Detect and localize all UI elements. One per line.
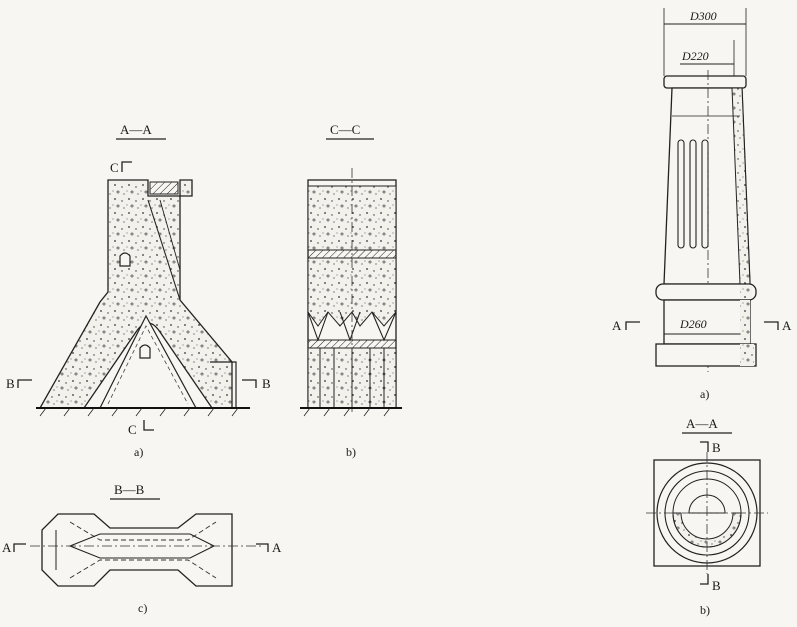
column-belt-section	[740, 286, 752, 298]
right-view-b-title: A—A	[686, 416, 718, 431]
column-lower-shaft	[663, 299, 751, 345]
pier-step-right	[210, 361, 237, 408]
view-c-section-bb: B—B A A c)	[2, 482, 282, 615]
dim-d300-label: D300	[689, 9, 717, 23]
cc-middle-block	[307, 257, 397, 327]
view-a-section-aa: A—A C C B B	[6, 122, 271, 459]
view-b-caption: b)	[346, 445, 356, 459]
section-arrow-b-right	[242, 379, 257, 388]
right-view-b-caption: b)	[700, 603, 710, 617]
section-mark-c-bottom: C	[128, 422, 137, 437]
right-view-b-plan: A—A B B b)	[646, 416, 768, 617]
section-arrow-a-left-right	[625, 321, 640, 330]
view-b-section-cc: C—C b)	[300, 122, 402, 459]
section-mark-b-left: B	[6, 376, 15, 391]
ground-hatch-aa	[39, 407, 239, 417]
door-opening-upper	[119, 252, 131, 267]
view-b-title: C—C	[330, 122, 360, 137]
section-arrow-b-top	[700, 441, 709, 452]
column-cap	[663, 75, 747, 89]
view-a-caption: a)	[134, 445, 143, 459]
right-view-a-caption: a)	[700, 387, 709, 401]
bb-plan-outline	[41, 513, 233, 587]
section-mark-b-right: B	[262, 376, 271, 391]
section-arrow-b-bottom	[700, 574, 709, 585]
section-arrow-a-left	[13, 543, 26, 552]
view-a-title: A—A	[120, 122, 152, 137]
ground-hatch-cc	[303, 407, 391, 417]
section-mark-b-top: B	[712, 440, 721, 455]
right-view-a-elevation: D300 D220 D260 A A a)	[612, 8, 792, 401]
bb-dashed-inner	[69, 521, 217, 579]
plan-half-disc	[688, 494, 726, 514]
section-mark-b-bottom: B	[712, 578, 721, 593]
section-arrow-a-right-right	[764, 321, 779, 330]
column-base	[655, 343, 757, 367]
pier-body-aa	[38, 179, 233, 409]
section-mark-a-left: A	[2, 540, 12, 555]
section-mark-a-left-right: A	[612, 318, 622, 333]
section-arrow-a-right	[256, 543, 269, 552]
dim-d220-label: D220	[681, 49, 709, 63]
section-mark-c-top: C	[110, 160, 119, 175]
section-mark-a-right: A	[272, 540, 282, 555]
opening-inner-line	[107, 325, 189, 405]
section-arrow-c-bottom	[143, 420, 154, 431]
view-c-title: B—B	[114, 482, 145, 497]
column-flutes	[677, 139, 709, 249]
column-base-section	[740, 344, 754, 366]
section-mark-a-right-right: A	[782, 318, 792, 333]
section-arrow-c-top	[121, 161, 132, 172]
door-opening-lower	[139, 344, 151, 359]
section-arrow-b-left	[17, 379, 32, 388]
bearing-hatch-top	[149, 181, 179, 195]
column-lower-wall	[740, 300, 750, 344]
dim-d260-label: D260	[679, 317, 707, 331]
pier-diagonal-line	[147, 199, 181, 301]
pier-diagonal-line-2	[159, 199, 181, 271]
view-c-caption: c)	[138, 601, 147, 615]
